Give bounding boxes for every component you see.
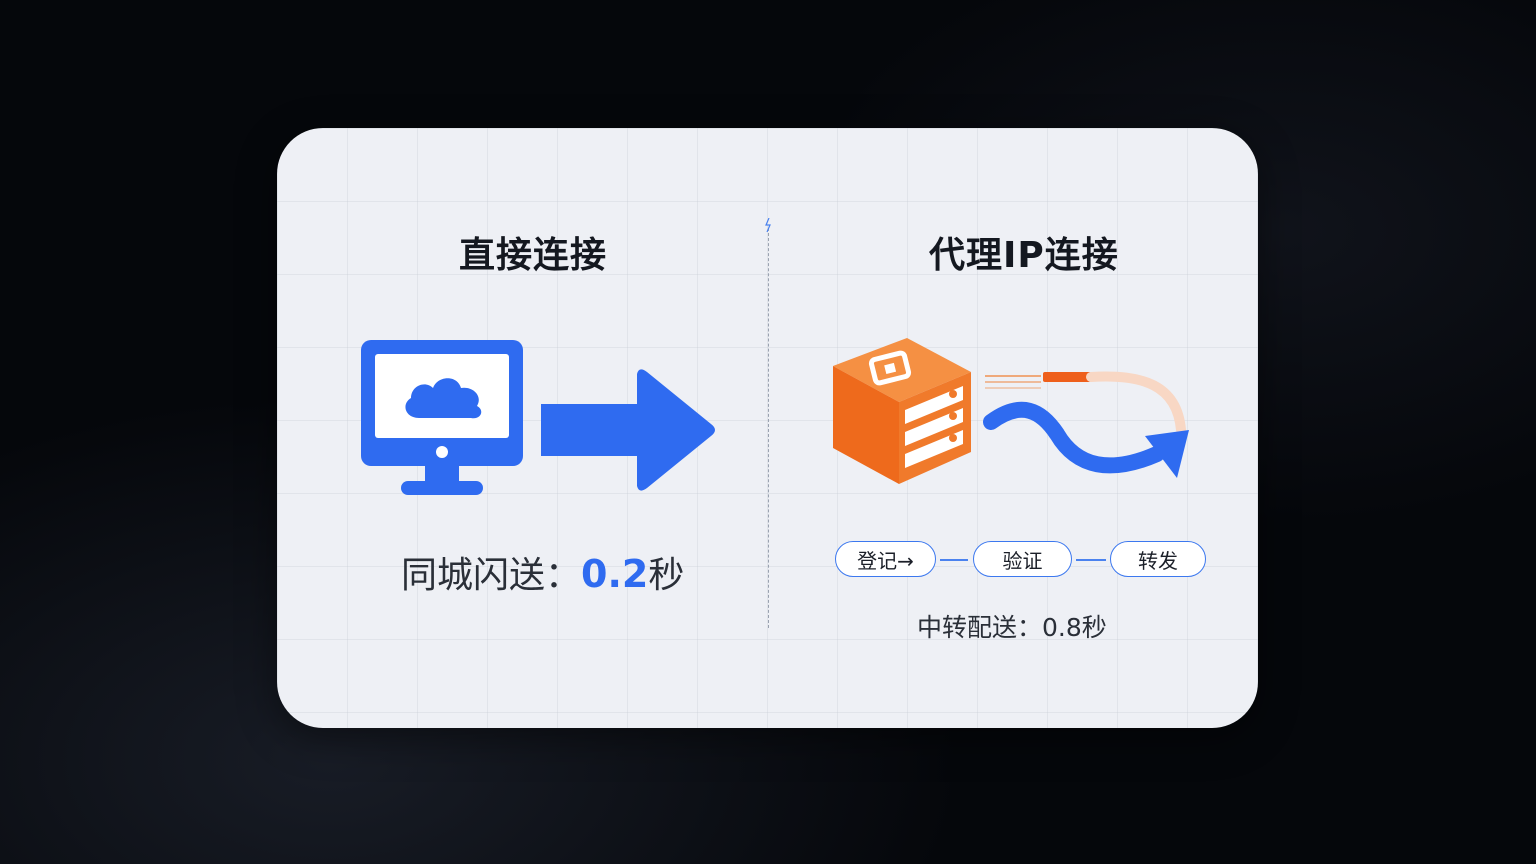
step-verify: 验证	[973, 541, 1072, 577]
proxy-connection-title: 代理IP连接	[929, 235, 1119, 276]
step-connector	[1076, 559, 1106, 561]
route-arrow-icon	[981, 364, 1201, 484]
direct-speed-unit: 秒	[648, 555, 685, 596]
center-divider	[768, 228, 769, 628]
direct-speed-text: 同城闪送：0.2秒	[401, 546, 684, 598]
step-register: 登记→	[835, 541, 936, 577]
divider-tick-icon	[765, 218, 771, 232]
step-connector	[940, 559, 968, 561]
direct-speed-value: 0.2	[581, 552, 649, 596]
proxy-speed-text: 中转配送：0.8秒	[917, 613, 1107, 642]
right-arrow-icon	[539, 368, 719, 492]
proxy-steps: 登记→ 验证 转发	[835, 541, 1215, 581]
server-box-icon	[829, 338, 975, 484]
monitor-cloud-icon	[361, 340, 523, 498]
direct-connection-title: 直接连接	[459, 235, 608, 276]
comparison-card: 直接连接 同城闪送：0.2秒 代理IP连接	[277, 128, 1258, 728]
step-forward: 转发	[1110, 541, 1206, 577]
direct-speed-label: 同城闪送：	[401, 555, 582, 596]
